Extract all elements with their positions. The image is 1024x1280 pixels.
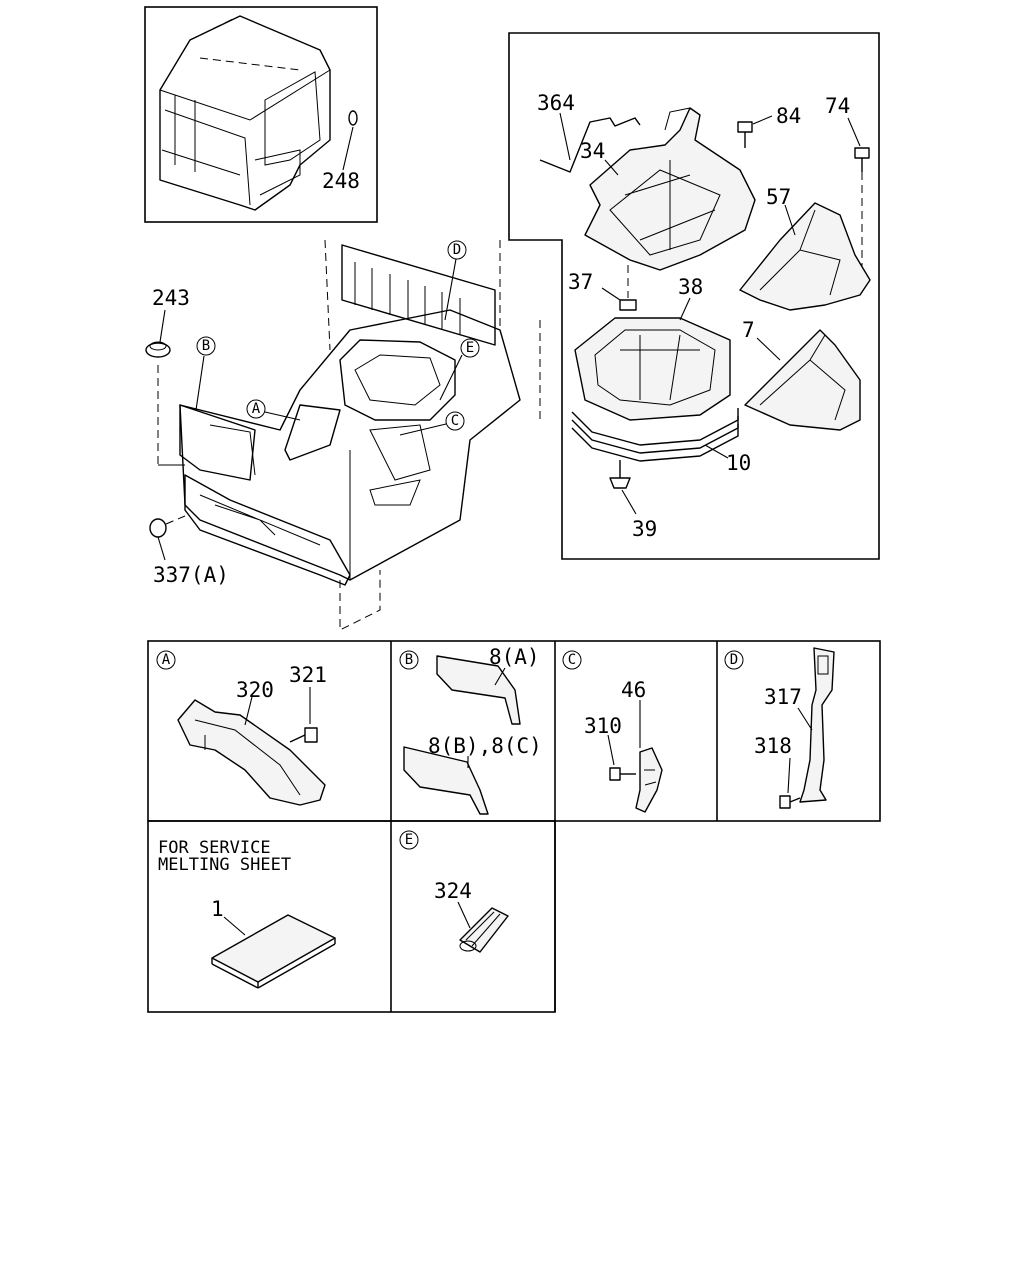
callout-318: 318 [754,734,792,758]
callout-8bc: 8(B),8(C) [428,734,542,758]
sheet-8bc-shape [403,746,489,815]
callout-324: 324 [434,879,472,903]
detail-e-ref-label: E [405,832,413,848]
detail-c-ref-label: C [568,652,576,668]
detail-row-2-frame [147,820,556,1013]
bolt-74-shape [854,147,870,172]
callout-84: 84 [776,104,801,128]
callout-34: 34 [580,139,605,163]
main-floor-view: 243 337(A) B A D E [145,239,541,631]
ref-marker-b: B [195,336,216,411]
melting-sheet-1-shape [211,914,336,989]
callout-320: 320 [236,678,274,702]
detail-a-ref-label: A [162,652,171,668]
bolt-84-shape [737,121,753,148]
detail-b-ref-label: B [405,652,413,668]
detail-e: E 324 [399,830,509,953]
sheet-8a-shape [436,655,521,725]
cab-inset-frame [144,6,378,223]
service-note-line-2: MELTING SHEET [158,855,291,875]
ref-marker-d: D [444,240,467,321]
callout-243: 243 [152,286,190,310]
callout-74: 74 [825,94,850,118]
detail-c: C 46 310 [562,650,663,813]
clip-324-shape [459,907,509,953]
screw-310-shape [609,767,636,781]
detail-b: B 8(A) 8(B),8(C) [399,645,542,815]
grommet-248-shape [348,110,358,126]
callout-321: 321 [289,663,327,687]
floor-panel-inset-frame [508,32,880,560]
callout-310: 310 [584,714,622,738]
callout-337a: 337(A) [153,563,229,587]
service-note-line-1: FOR SERVICE [158,838,271,858]
callout-8a: 8(A) [489,645,540,669]
detail-d: D 317 318 [724,647,835,809]
cover-7-shape [744,329,861,431]
callout-317: 317 [764,685,802,709]
grommet-243-shape [145,341,171,358]
ref-a-label: A [252,401,261,417]
callout-1: 1 [211,897,224,921]
cab-illustration [159,15,358,211]
tray-38-shape [574,317,731,421]
ref-marker-c: C [399,411,465,436]
callout-57: 57 [766,185,791,209]
detail-grid: A 320 321 B 8(A) 8(B),8(C) [147,640,881,1013]
callout-39: 39 [632,517,657,541]
clip-39-shape [609,460,631,489]
callout-248: 248 [322,169,360,193]
floor-panel-inset: 364 34 84 74 57 [508,32,880,560]
callout-10: 10 [726,451,751,475]
bracket-320-shape [177,699,326,806]
detail-a: A 320 321 [156,650,327,806]
ref-marker-e: E [439,338,480,401]
fastener-37-shape [619,265,637,311]
screw-318-shape [779,795,801,809]
callout-38: 38 [678,275,703,299]
callout-7: 7 [742,318,755,342]
clip-46-shape [635,747,663,813]
callout-364: 364 [537,91,575,115]
ref-d-label: D [453,242,461,258]
cab-floor-illustration [179,239,541,631]
ref-marker-a: A [246,399,301,421]
callout-37: 37 [568,270,593,294]
screw-321-shape [289,727,318,743]
strap-317-shape [799,647,835,803]
mat-10-shape [571,408,739,462]
wire-364-shape [539,117,641,173]
plug-337a-shape [149,515,186,538]
panel-57-shape [739,202,871,311]
ref-e-label: E [466,340,474,356]
panel-34-shape [584,107,756,271]
service-sheet-cell: FOR SERVICE MELTING SHEET 1 [158,838,336,989]
callout-46: 46 [621,678,646,702]
ref-c-label: C [451,413,459,429]
ref-b-label: B [202,338,210,354]
cab-inset: 248 [144,6,378,223]
detail-d-ref-label: D [730,652,738,668]
